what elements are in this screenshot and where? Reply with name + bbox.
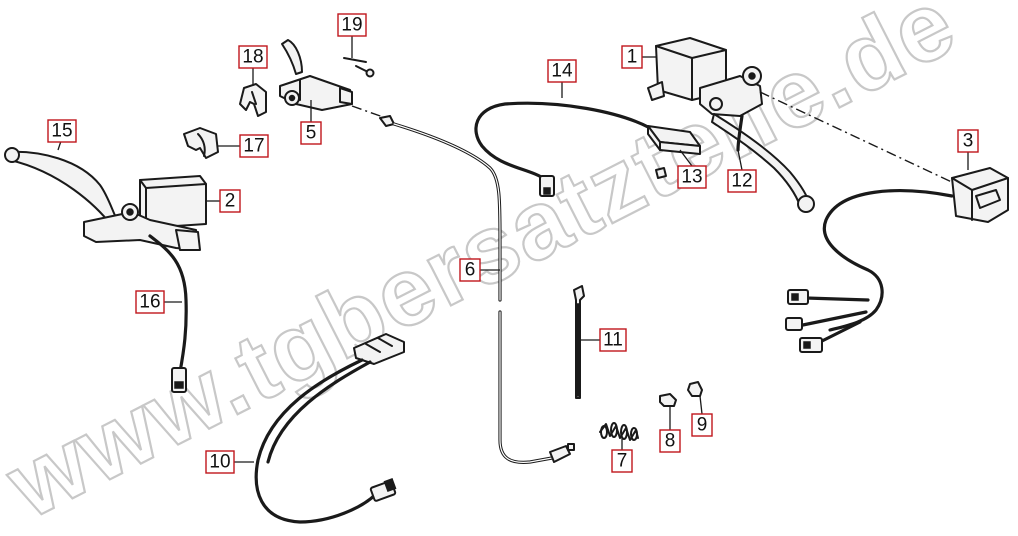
label-16: 16 [135, 290, 165, 314]
label-9: 9 [691, 413, 713, 437]
part-8-nut [659, 393, 677, 407]
part-2-left-master-cylinder [83, 175, 207, 251]
label-14: 14 [547, 59, 577, 83]
svg-text:17: 17 [243, 136, 264, 157]
part-1-right-master-cylinder [647, 37, 763, 117]
svg-text:5: 5 [306, 123, 317, 144]
svg-text:12: 12 [731, 171, 752, 192]
label-5: 5 [300, 121, 322, 145]
part-14-wire [474, 101, 652, 197]
part-11-cable-tie [573, 285, 585, 399]
label-11: 11 [599, 328, 627, 352]
assembly-line-5 [351, 105, 387, 119]
svg-text:6: 6 [465, 260, 476, 281]
label-10: 10 [205, 450, 235, 474]
label-3: 3 [957, 129, 979, 153]
part-13-module [647, 125, 701, 179]
label-2: 2 [219, 189, 241, 213]
part-18-clamp [239, 83, 267, 117]
svg-text:18: 18 [242, 47, 263, 68]
part-5-lever-bracket [279, 39, 353, 111]
svg-text:2: 2 [225, 191, 236, 212]
part-10-switch-harness [254, 333, 405, 524]
part-12-right-brake-lever [711, 113, 815, 213]
label-13: 13 [677, 165, 707, 189]
part-16-left-switch-wire [148, 234, 188, 393]
label-8: 8 [659, 429, 681, 453]
svg-text:1: 1 [627, 47, 638, 68]
part-19-screw [343, 57, 375, 78]
part-3-right-switch [785, 167, 1009, 353]
part-9-cap [687, 381, 703, 397]
watermark: www.tgbersatzteile.de [0, 0, 973, 536]
assembly-line-1-3 [759, 91, 957, 185]
label-1: 1 [621, 45, 643, 69]
part-7-spring [599, 422, 639, 441]
svg-text:9: 9 [697, 415, 708, 436]
label-17: 17 [239, 134, 269, 158]
label-6: 6 [459, 258, 481, 282]
svg-text:8: 8 [665, 431, 676, 452]
svg-text:16: 16 [139, 292, 160, 313]
svg-text:14: 14 [551, 61, 573, 82]
part-17-clamp [183, 127, 219, 159]
svg-text:19: 19 [341, 15, 362, 36]
part-15-left-brake-lever [4, 147, 119, 227]
svg-text:15: 15 [51, 121, 72, 142]
svg-text:3: 3 [963, 131, 974, 152]
label-12: 12 [727, 169, 757, 193]
label-15: 15 [47, 119, 77, 143]
svg-text:7: 7 [617, 451, 628, 472]
leader-lines [57, 34, 969, 463]
label-18: 18 [238, 45, 268, 69]
svg-text:10: 10 [209, 452, 230, 473]
part-6-throttle-cable [379, 115, 575, 464]
label-19: 19 [337, 13, 367, 37]
label-7: 7 [611, 449, 633, 473]
svg-text:11: 11 [603, 330, 623, 351]
svg-text:13: 13 [681, 167, 702, 188]
